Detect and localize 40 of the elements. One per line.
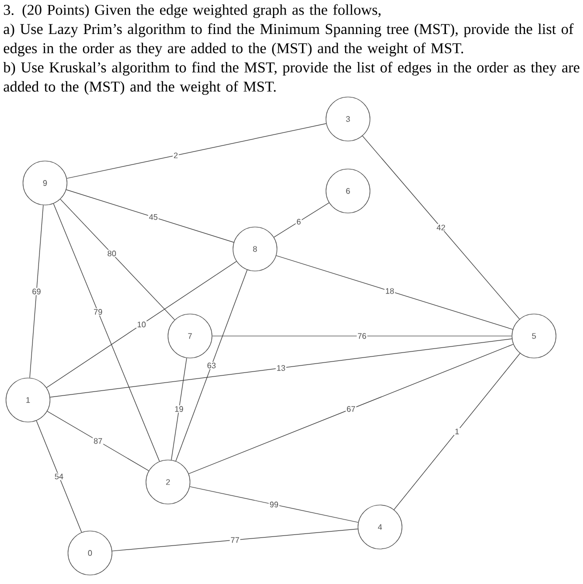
- edge-line: [53, 203, 160, 462]
- edge-line: [60, 198, 175, 320]
- edge-weight: 77: [230, 537, 240, 543]
- edge-line: [274, 202, 330, 238]
- edge-line: [46, 410, 150, 472]
- edge-weight: 80: [108, 250, 116, 256]
- edge-line: [188, 344, 514, 474]
- edge-line: [171, 358, 187, 460]
- edge-line: [29, 204, 44, 378]
- edge-weight: 2: [174, 152, 178, 158]
- edge-weight: 87: [94, 438, 102, 444]
- edge-line: [46, 261, 237, 388]
- edge-weight: 69: [32, 288, 41, 294]
- edge-line: [276, 255, 513, 330]
- edge-line: [66, 189, 234, 243]
- edge-weight: 63: [207, 362, 216, 368]
- edge-line: [50, 338, 512, 398]
- edge-weight: 76: [358, 333, 366, 339]
- edge-weight: 13: [277, 365, 286, 371]
- edge-weight: 79: [94, 309, 102, 315]
- edge-weight: 10: [138, 322, 146, 328]
- edge-weight: 67: [346, 406, 356, 412]
- edge-weight: 42: [436, 224, 446, 230]
- edge-weight: 99: [270, 502, 278, 508]
- edge-weight: 54: [54, 474, 64, 480]
- edge-line: [66, 123, 326, 179]
- edge-line: [362, 136, 520, 320]
- edge-line: [394, 353, 520, 510]
- edge-line: [176, 270, 248, 462]
- question-text: a) Use Lazy Prim’s algorithm to find the Minimum Spanning tree (MST), provide the list of edges in the order as they are added to the (MST) and the weight of MST.: [4, 23, 574, 56]
- edge-weight: 6: [296, 218, 301, 225]
- edge-weight: 18: [386, 288, 394, 294]
- edge-weight: 1: [455, 428, 459, 434]
- question-text: b) Use Kruskal’s algorithm to find the MST, provide the list of edges in the order as they are added to the (MST) and the weight of MST.: [3, 62, 580, 95]
- edge-line: [112, 528, 358, 552]
- edge-weight: 45: [149, 214, 158, 220]
- edge-line: [190, 486, 358, 523]
- edge-line: [36, 420, 82, 533]
- edge-weight: 19: [175, 406, 184, 412]
- question-title: 3. (20 Points) Given the edge weighted graph as the follows,: [4, 4, 381, 18]
